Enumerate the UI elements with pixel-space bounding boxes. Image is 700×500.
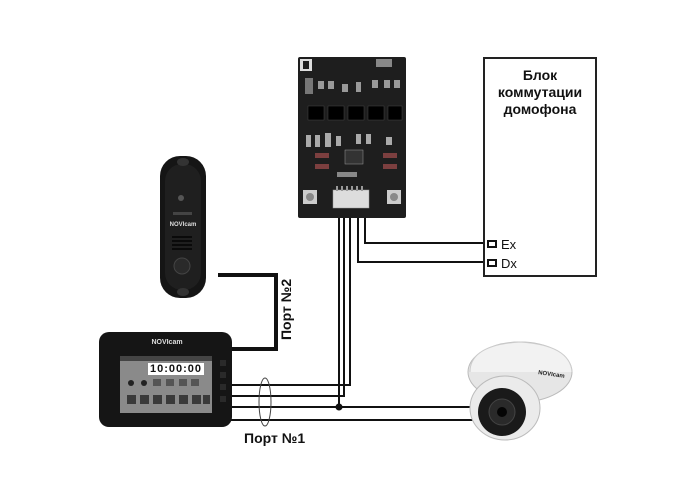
monitor: [99, 332, 232, 427]
doorbell-panel: [160, 156, 206, 298]
board-wire-2: [230, 218, 345, 397]
module-title: Блок коммутации домофона: [485, 67, 595, 118]
control-board: [298, 57, 406, 218]
terminal-ex-label: Ex: [501, 237, 517, 252]
port1-label: Порт №1: [244, 430, 306, 446]
monitor-clock-display: 10:00:00: [148, 363, 205, 375]
wire-junction: [335, 403, 343, 411]
port2-wire: [218, 273, 278, 351]
module-title-line-1: Блок: [522, 67, 558, 83]
monitor-brand-label: NOVIcam: [151, 339, 183, 346]
dome-camera: [467, 341, 573, 441]
board-wire-1: [230, 218, 351, 386]
port1-bundle-ellipse: [258, 377, 272, 427]
ex-wire: [364, 218, 486, 244]
dx-wire: [357, 218, 486, 263]
terminal-dx-icon: [487, 259, 497, 267]
doorbell-brand-label: NOVIcam: [169, 222, 197, 228]
terminal-ex-icon: [487, 240, 497, 248]
module-title-line-3: домофона: [503, 101, 577, 117]
port2-label: Порт №2: [278, 278, 294, 340]
module-title-line-2: коммутации: [497, 84, 583, 100]
intercom-switching-module: Блок коммутации домофона Ex Dx: [483, 57, 597, 277]
terminal-dx-label: Dx: [501, 256, 517, 271]
